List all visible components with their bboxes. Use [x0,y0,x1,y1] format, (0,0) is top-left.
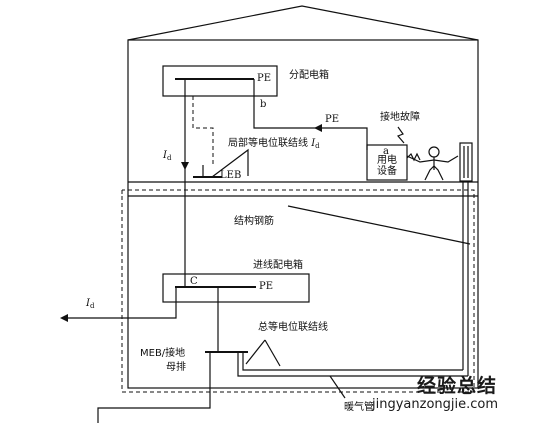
pe-conductor [253,79,368,150]
distribution-box-label: 分配电箱 [289,70,329,81]
building-outline [127,39,479,389]
main-bonding-leader-1 [245,339,266,365]
c-label: C [190,276,198,287]
appliance-label: 用电 设备 [372,155,402,177]
pe-line-label: PE [325,114,340,125]
heating-pipe-label: 暖气管 [344,402,374,413]
incoming-box [162,273,310,303]
main-bonding-leader-2 [264,339,281,367]
heating-pipe-horizontal-1 [242,352,463,371]
rebar-leader [287,205,471,245]
a-label: a [383,146,389,157]
incoming-box-label: 进线配电箱 [253,260,303,271]
radiator [459,142,473,182]
appliance-label-line2: 设备 [377,166,397,177]
ground-fault-label: 接地故障 [380,112,420,123]
rebar-label: 结构钢筋 [234,216,274,227]
meb-ground-lead [97,352,211,423]
person-legs [424,165,444,181]
pe-bottom-label: PE [259,281,274,292]
local-bonding-id: Id [311,138,320,150]
watermark-brand: 经验总结 [417,375,498,397]
heating-pipe-leader [329,375,346,399]
touch-resistance [406,152,421,162]
pe-top-label: PE [257,73,272,84]
structural-rebar-loop [121,189,475,393]
local-bonding-lead [211,148,249,178]
leb-label: LEB [220,170,242,181]
person-arms [406,155,459,163]
fault-bolt [396,126,405,144]
fault-current-path [192,96,214,165]
watermark-url: jingyanzongjie.com [372,397,499,412]
distribution-box [162,65,278,97]
id-label-lower: Id [86,298,95,310]
b-label: b [260,99,267,110]
appliance-label-line1: 用电 [377,155,397,166]
building-roof [127,5,479,41]
meb-label-line1: MEB/接地 [140,348,186,359]
id-label-upper: Id [163,150,172,162]
id-arrow-left [60,314,68,322]
outgoing-fault-path [68,287,177,319]
heating-pipe-horizontal-2 [237,352,468,377]
main-bonding-label: 总等电位联结线 [258,322,328,333]
pe-arrow-left [314,124,322,132]
local-bonding-text: 局部等电位联结线 [228,138,308,149]
local-bonding-label: 局部等电位联结线 Id [228,138,320,152]
person-head [428,146,440,158]
meb-label-line2: 母排 [166,362,186,373]
appliance-box [366,144,408,181]
